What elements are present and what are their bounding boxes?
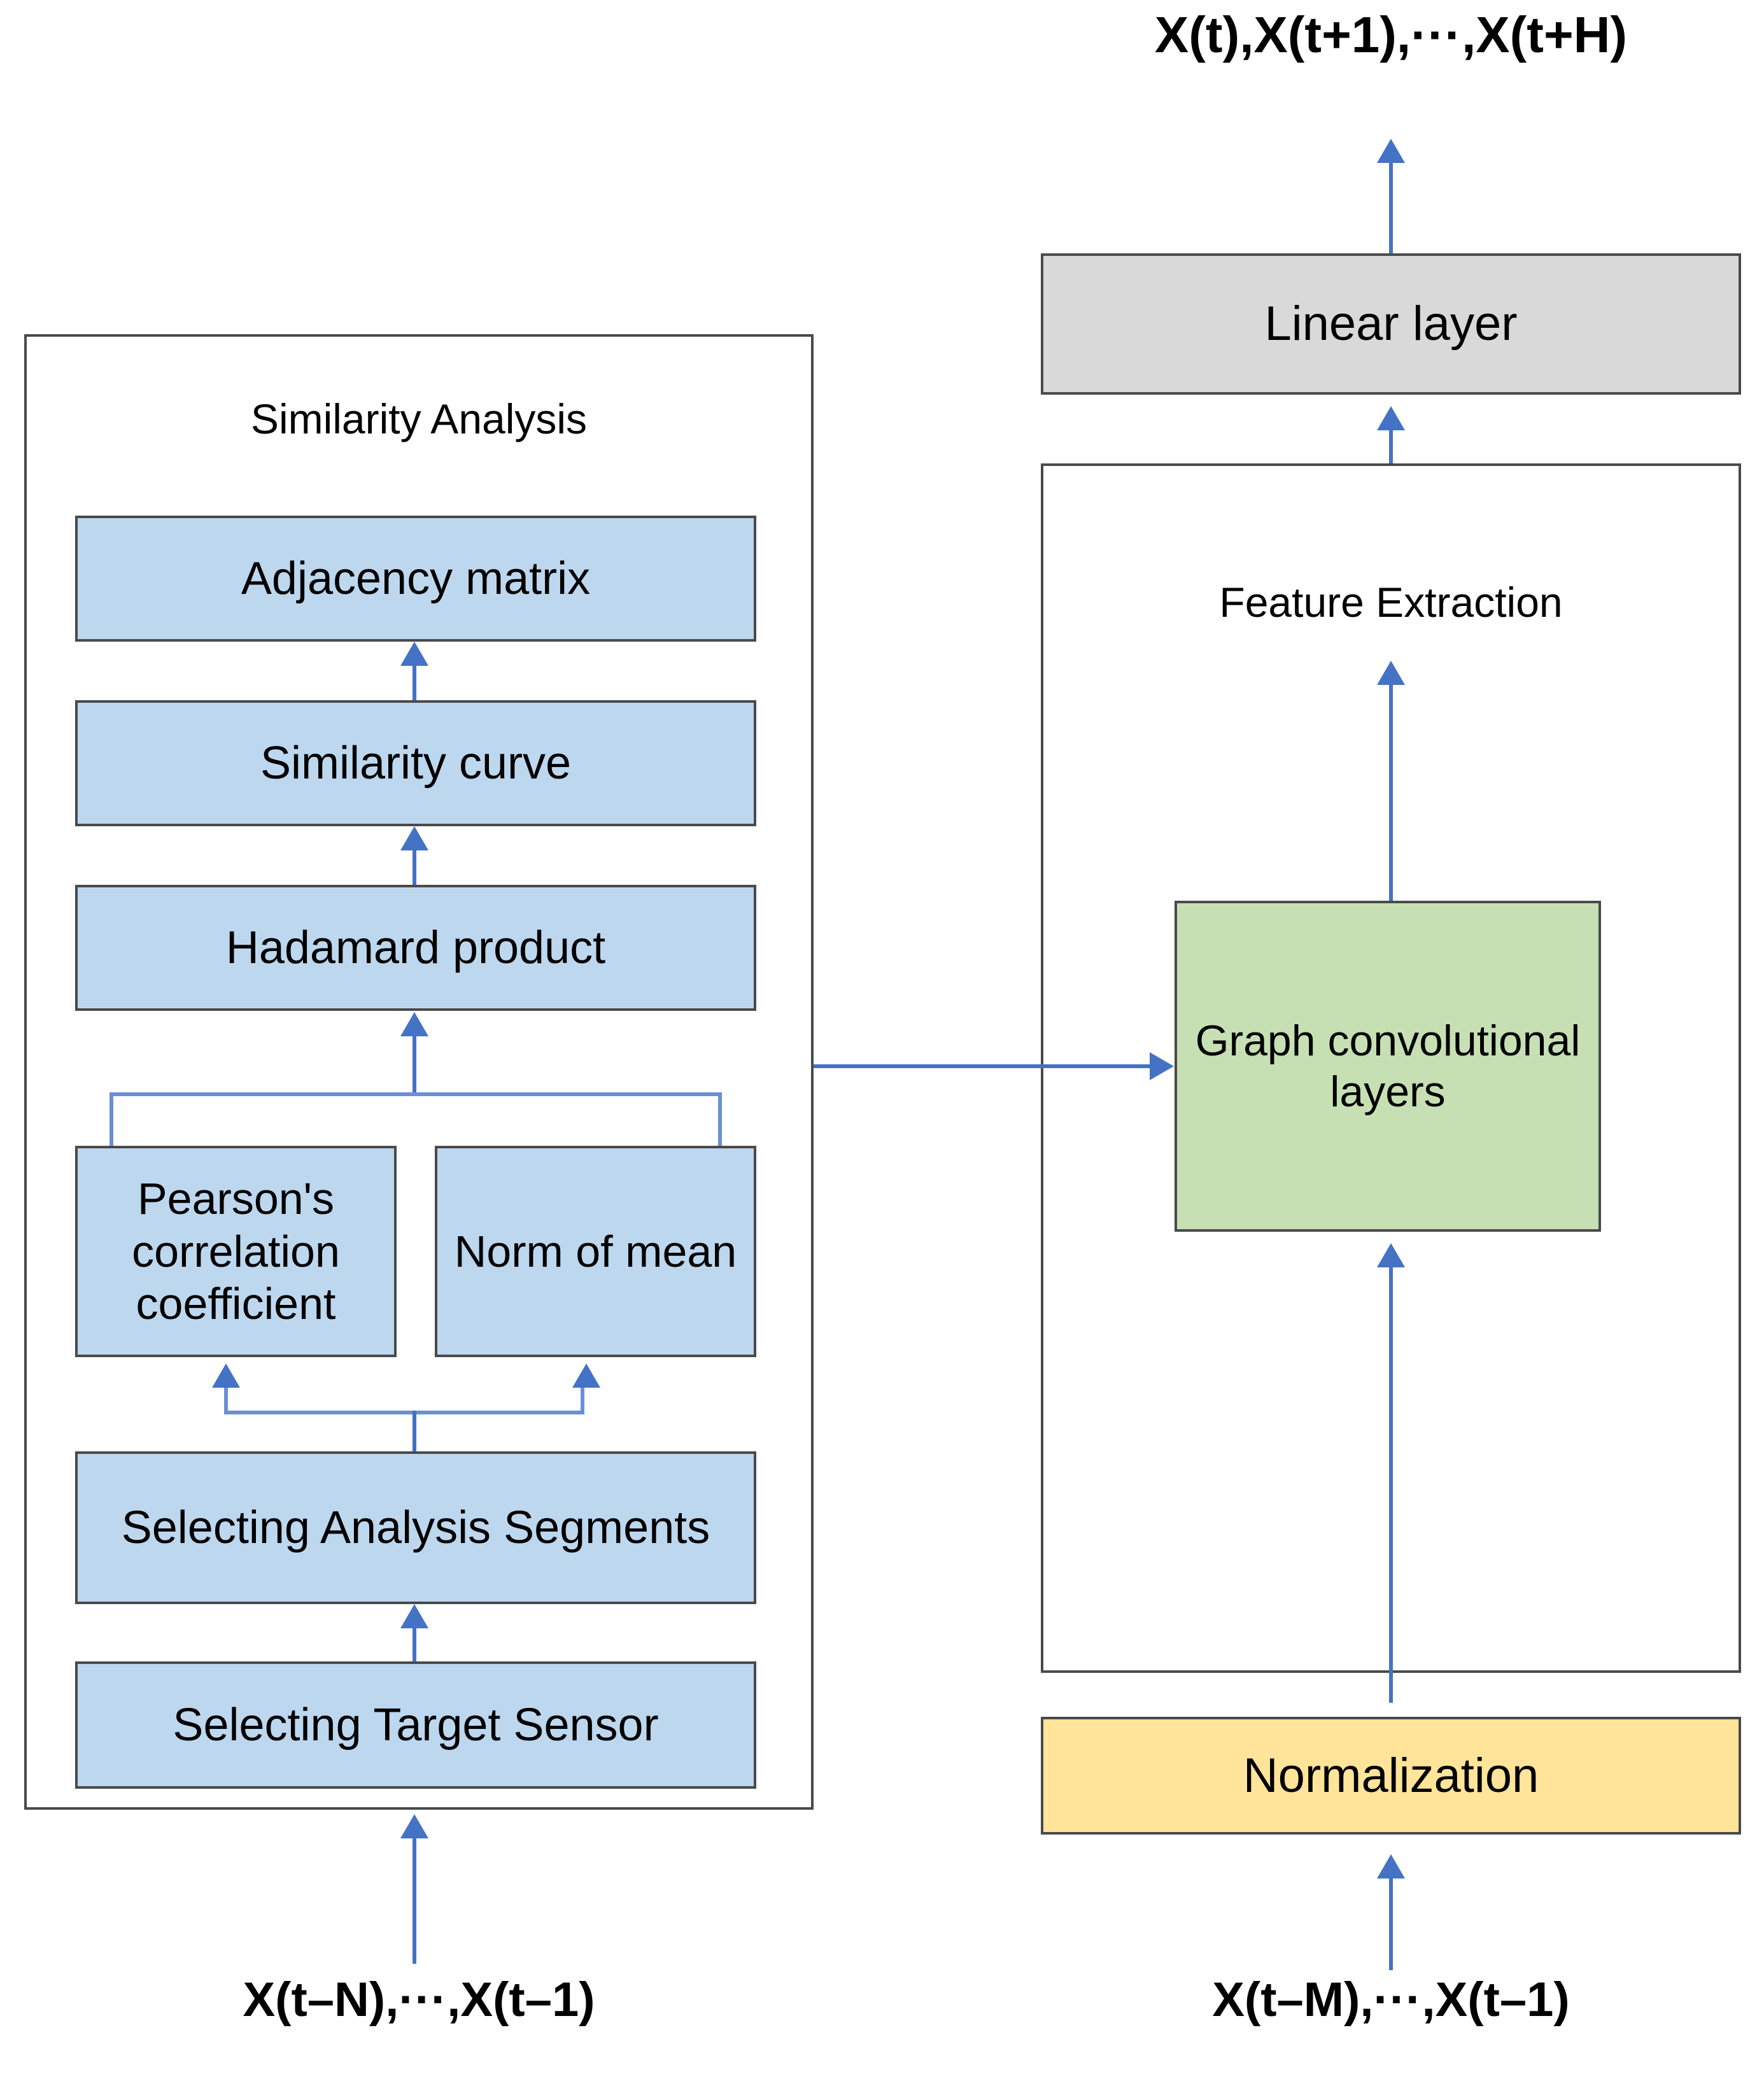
panel-feature-extraction-heading: Feature Extraction	[1219, 579, 1563, 626]
left-input-sequence-label: X(t–N),···,X(t–1)	[243, 1973, 595, 2027]
connector-hadamard-to-simcurve-arrow	[400, 826, 428, 850]
right-input-sequence-label: X(t–M),···,X(t–1)	[1212, 1973, 1570, 2027]
box-selecting-analysis-segments[interactable]: Selecting Analysis Segments	[75, 1451, 756, 1604]
connector-merge-brace	[109, 1092, 722, 1147]
box-norm-of-mean[interactable]: Norm of mean	[435, 1146, 756, 1357]
connector-split-arrow-right	[572, 1364, 600, 1388]
connector-norm-to-gcn-arrow	[1377, 1243, 1405, 1267]
connector-split-stem	[413, 1411, 416, 1453]
box-selecting-target-sensor[interactable]: Selecting Target Sensor	[75, 1661, 756, 1789]
connector-merge-to-hadamard-arrow	[400, 1012, 428, 1036]
connector-hadamard-to-simcurve-line	[413, 840, 416, 885]
connector-simcurve-to-adj-line	[413, 656, 416, 700]
connector-simcurve-to-adj-arrow	[400, 642, 428, 666]
box-linear-layer[interactable]: Linear layer	[1041, 253, 1741, 395]
box-normalization[interactable]: Normalization	[1041, 1717, 1741, 1835]
connector-split-brace	[224, 1388, 584, 1414]
connector-split-arrow-left	[212, 1364, 240, 1388]
connector-linear-to-output-arrow	[1377, 139, 1405, 163]
connector-featext-to-linear-arrow	[1377, 406, 1405, 430]
box-pearsons-correlation-coefficient[interactable]: Pearson's correlation coefficient	[75, 1146, 397, 1357]
box-adjacency-matrix[interactable]: Adjacency matrix	[75, 516, 756, 642]
box-hadamard-product[interactable]: Hadamard product	[75, 885, 756, 1011]
connector-linear-to-output-line	[1389, 153, 1393, 255]
connector-leftinput-to-panel-arrow	[400, 1814, 428, 1838]
connector-target-to-segments-arrow	[400, 1604, 428, 1628]
connector-gcn-to-top-line	[1389, 675, 1393, 910]
connector-gcn-to-top-arrow	[1377, 661, 1405, 685]
connector-similarity-to-gcn-line	[814, 1064, 1150, 1068]
connector-target-to-segments-line	[413, 1618, 416, 1669]
connector-merge-to-hadamard-line	[413, 1026, 416, 1096]
box-graph-convolutional-layers[interactable]: Graph convolutional layers	[1175, 901, 1601, 1232]
connector-norm-to-gcn-line	[1389, 1257, 1393, 1703]
panel-similarity-analysis-heading: Similarity Analysis	[250, 395, 588, 442]
connector-similarity-to-gcn-arrow	[1150, 1052, 1174, 1080]
connector-rightinput-to-norm-arrow	[1377, 1854, 1405, 1878]
connector-rightinput-to-norm-line	[1389, 1868, 1393, 1970]
box-similarity-curve[interactable]: Similarity curve	[75, 700, 756, 826]
connector-leftinput-to-panel-line	[413, 1833, 416, 1964]
output-sequence-label: X(t),X(t+1),···,X(t+H)	[1154, 6, 1628, 63]
